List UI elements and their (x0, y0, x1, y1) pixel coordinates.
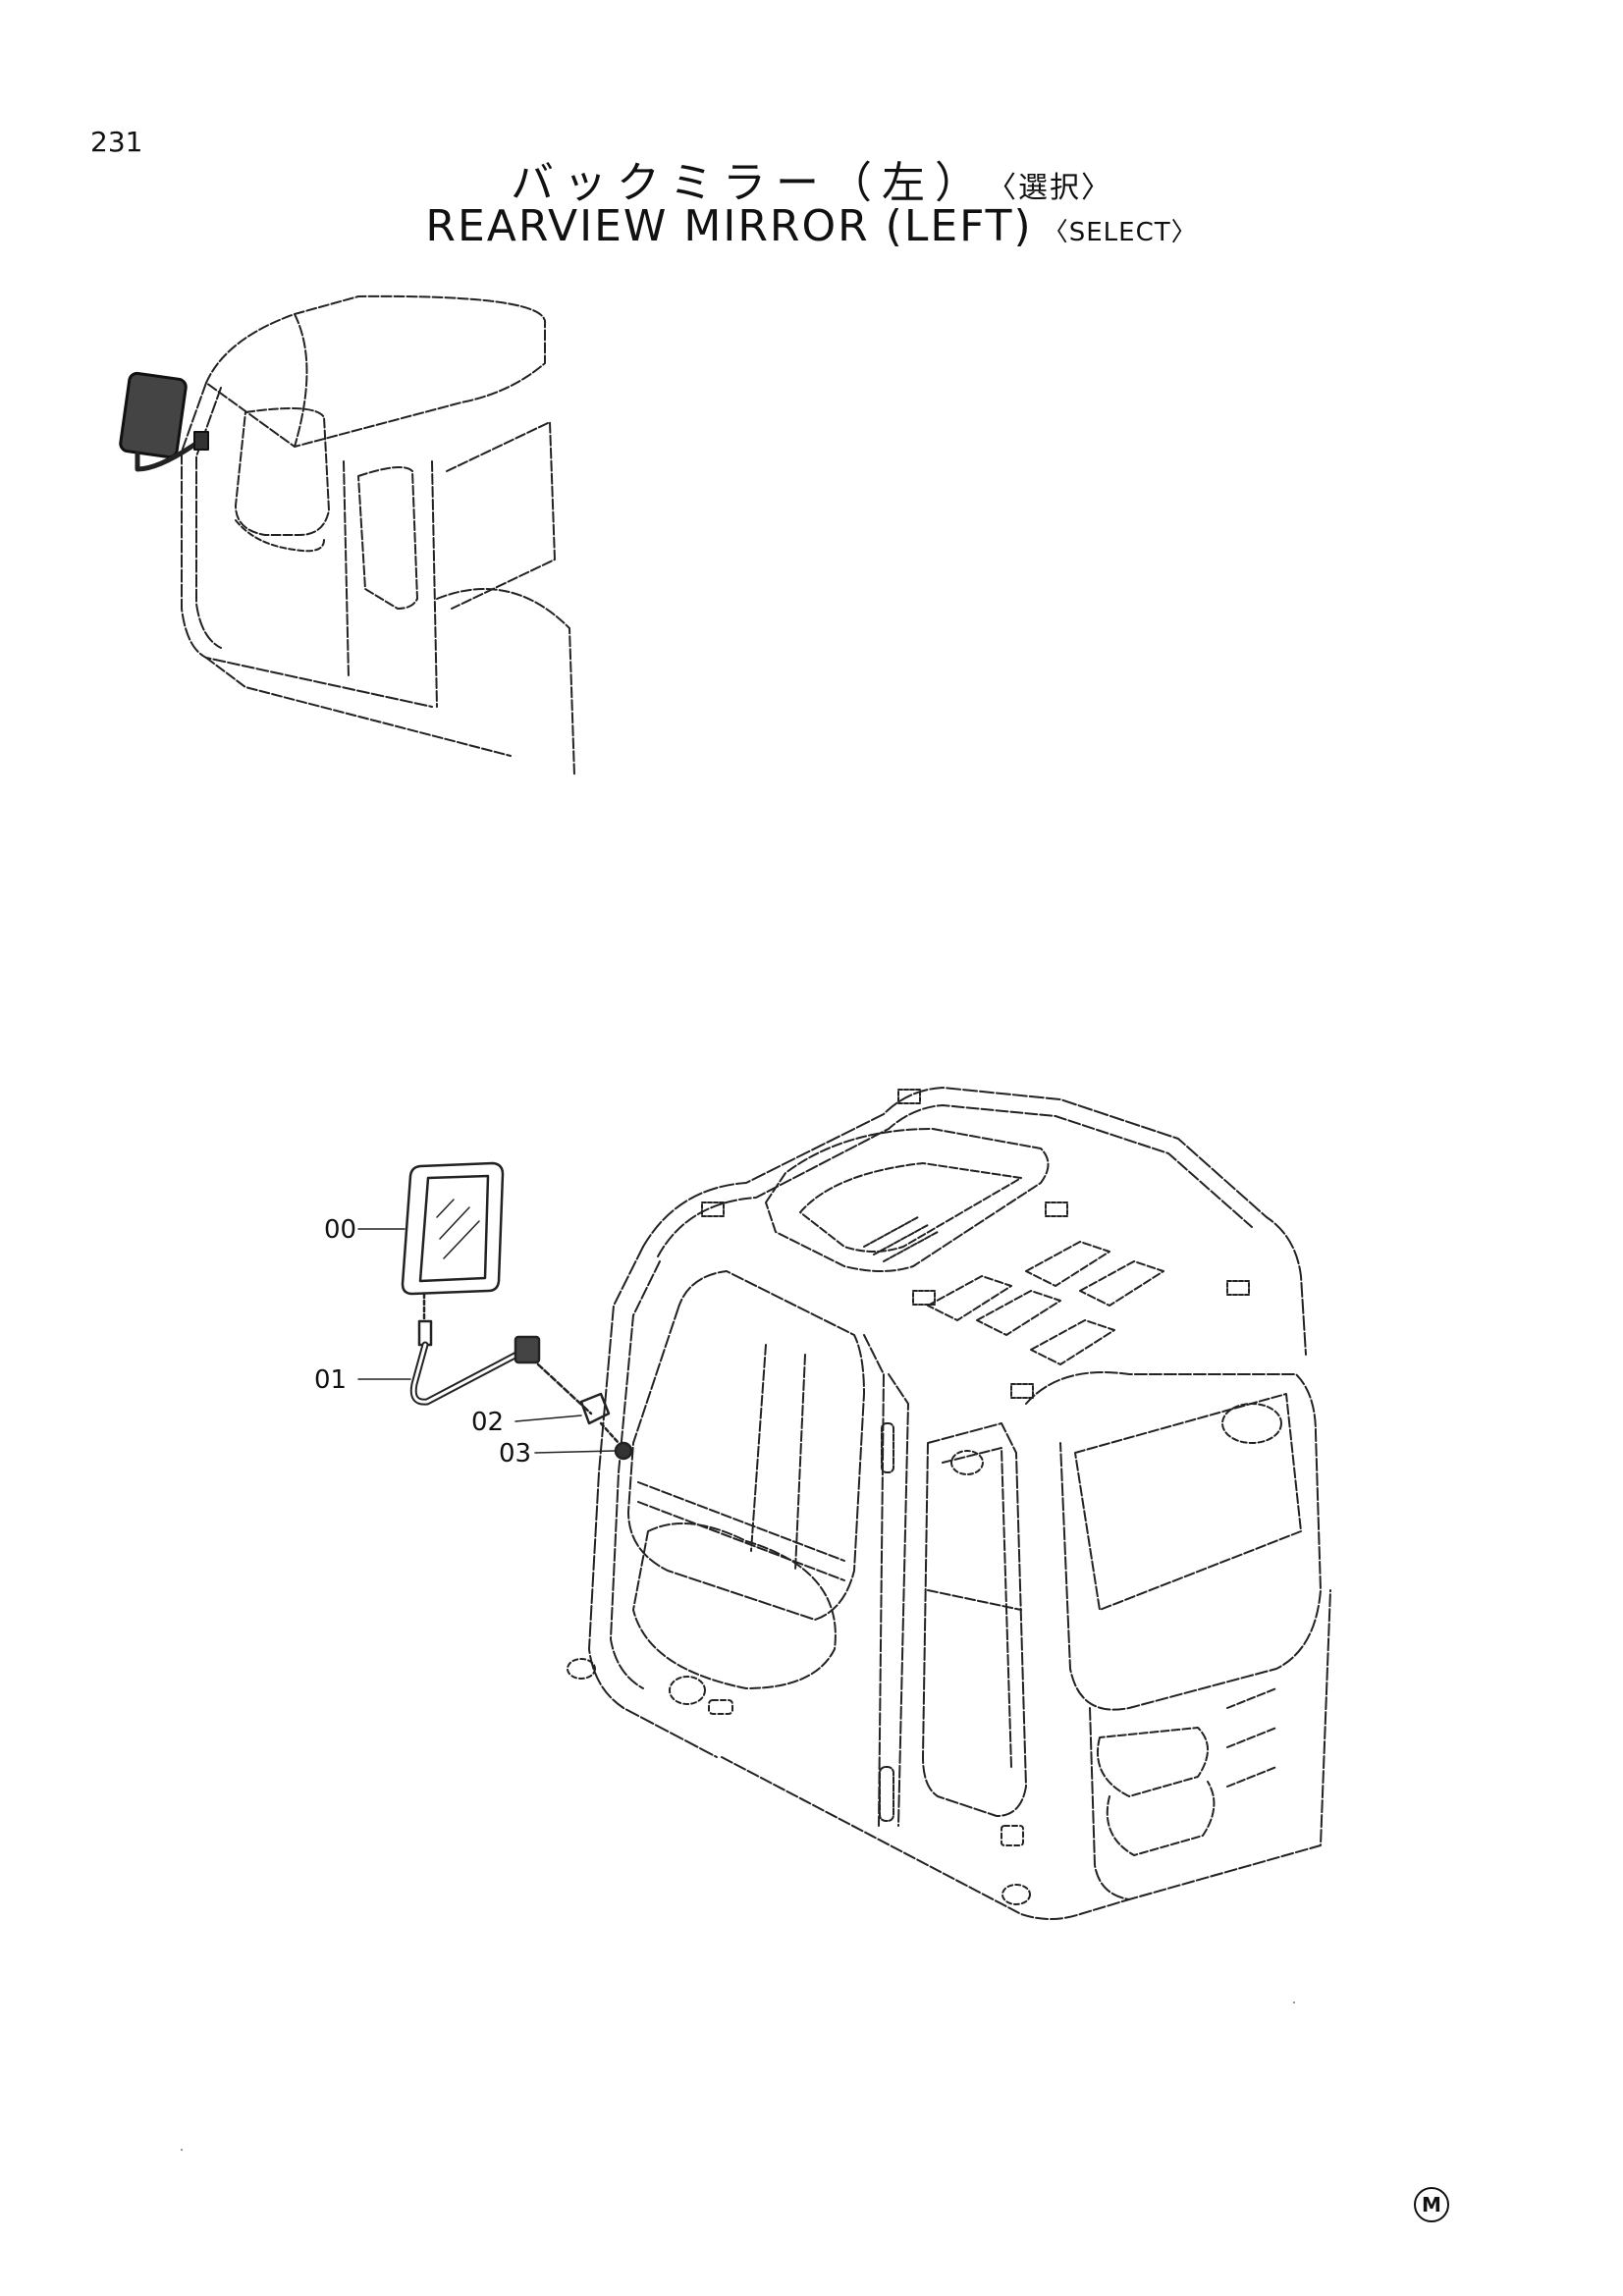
callout-02: 02 (471, 1408, 505, 1437)
title-english-select: 〈SELECT〉 (1042, 218, 1198, 247)
overview-mirror-icon (119, 371, 188, 459)
m-mark-icon: M (1414, 2187, 1449, 2222)
title-english-text: REARVIEW MIRROR (LEFT) (425, 201, 1033, 251)
stay-arm-01-icon (417, 1319, 433, 1347)
detail-cab-illustration (567, 1087, 1331, 1920)
detail-mirror-parts (401, 1161, 633, 1461)
callout-01: 01 (314, 1365, 348, 1395)
title-japanese-text: バックミラー（左） (511, 158, 988, 208)
bolt-03-icon (614, 1441, 633, 1461)
mirror-00-icon (401, 1161, 505, 1296)
callout-00: 00 (324, 1215, 357, 1245)
title-japanese-select: 〈選択〉 (1001, 171, 1112, 205)
title-japanese: バックミラー（左） 〈選択〉 (0, 147, 1623, 210)
title-english: REARVIEW MIRROR (LEFT) 〈SELECT〉 (0, 201, 1623, 251)
bracket-02-icon (579, 1392, 611, 1425)
page-number: 231 (90, 126, 143, 158)
callout-03: 03 (499, 1439, 532, 1468)
overview-cab-illustration (119, 294, 575, 776)
callout-leaders (357, 1228, 616, 1454)
